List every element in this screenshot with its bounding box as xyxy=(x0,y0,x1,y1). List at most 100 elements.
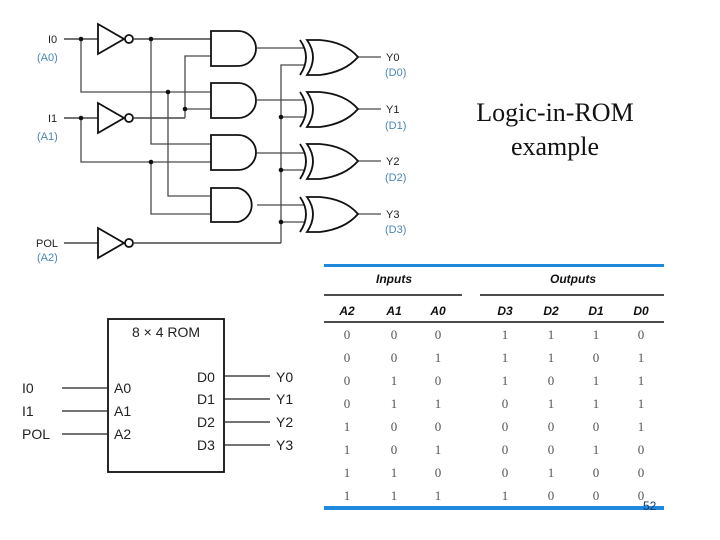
wires xyxy=(64,38,381,244)
table-cell: 0 xyxy=(548,373,555,388)
rom-signal-i0: I0 xyxy=(22,380,34,396)
table-cell: 1 xyxy=(502,327,509,342)
rom-pin-d2: D2 xyxy=(197,414,215,430)
table-cell: 0 xyxy=(344,373,351,388)
column-header-d0: D0 xyxy=(633,304,649,318)
and-gate-1 xyxy=(210,30,257,67)
slide-title: Logic-in-ROM example xyxy=(450,96,660,164)
outputs-group-header: Outputs xyxy=(550,272,596,286)
table-cell: 1 xyxy=(548,350,555,365)
junction-dots xyxy=(78,36,284,225)
table-cell: 0 xyxy=(435,373,442,388)
table-cell: 0 xyxy=(344,327,351,342)
input-alias-a2: (A2) xyxy=(37,252,58,264)
rom-pin-a2: A2 xyxy=(114,426,131,442)
rom-title: 8 × 4 ROM xyxy=(132,324,200,340)
input-label-i1: I1 xyxy=(48,113,57,125)
table-cell: 1 xyxy=(593,327,600,342)
column-header-d3: D3 xyxy=(497,304,513,318)
table-cell: 0 xyxy=(638,442,645,457)
table-cell: 0 xyxy=(593,465,600,480)
column-header-a2: A2 xyxy=(338,304,355,318)
table-cell: 1 xyxy=(435,488,442,503)
output-label-y2: Y2 xyxy=(386,156,399,168)
output-alias-d0: (D0) xyxy=(385,67,406,79)
rom-block: 8 × 4 ROM I0 I1 POL A0 A1 A2 D0 D1 D2 D3… xyxy=(22,318,293,473)
table-cell: 0 xyxy=(638,488,645,503)
slide-title-line-2: example xyxy=(510,132,600,161)
column-header-a0: A0 xyxy=(429,304,446,318)
table-cell: 0 xyxy=(391,350,398,365)
table-cell: 1 xyxy=(391,465,398,480)
page-number: 52 xyxy=(643,499,657,513)
rom-pin-d3: D3 xyxy=(197,437,215,453)
table-cell: 1 xyxy=(435,442,442,457)
input-label-i0: I0 xyxy=(48,34,57,46)
table-cell: 0 xyxy=(435,327,442,342)
table-cell: 1 xyxy=(344,419,351,434)
table-cell: 1 xyxy=(502,488,509,503)
table-cell: 0 xyxy=(391,419,398,434)
rom-signal-y2: Y2 xyxy=(276,414,293,430)
table-cell: 0 xyxy=(548,488,555,503)
output-label-y0: Y0 xyxy=(386,52,399,64)
table-cell: 0 xyxy=(435,465,442,480)
xor-gate-2 xyxy=(299,91,360,128)
table-cell: 1 xyxy=(391,396,398,411)
rom-signal-y3: Y3 xyxy=(276,437,293,453)
inverter-i1 xyxy=(97,101,134,135)
output-alias-d3: (D3) xyxy=(385,224,406,236)
table-cell: 0 xyxy=(502,465,509,480)
table-cell: 0 xyxy=(593,488,600,503)
column-header-d1: D1 xyxy=(588,304,604,318)
table-cell: 1 xyxy=(344,488,351,503)
column-header-d2: D2 xyxy=(543,304,559,318)
table-cell: 1 xyxy=(638,419,645,434)
table-cell: 1 xyxy=(638,396,645,411)
rom-signal-y0: Y0 xyxy=(276,369,293,385)
table-cell: 1 xyxy=(593,396,600,411)
xor-gate-3 xyxy=(299,143,360,180)
table-cell: 1 xyxy=(548,465,555,480)
table-cell: 1 xyxy=(391,373,398,388)
input-label-pol: POL xyxy=(36,238,58,250)
and-gate-3 xyxy=(210,134,257,171)
table-cell: 1 xyxy=(435,396,442,411)
slide-title-line-1: Logic-in-ROM xyxy=(476,98,634,127)
table-cell: 0 xyxy=(502,396,509,411)
rom-pin-a0: A0 xyxy=(114,380,131,396)
output-alias-d1: (D1) xyxy=(385,120,406,132)
rom-pin-d0: D0 xyxy=(197,369,215,385)
table-cell: 0 xyxy=(638,465,645,480)
xor-gate-4 xyxy=(299,196,360,233)
inverter-i0 xyxy=(97,22,134,56)
table-cell: 0 xyxy=(502,419,509,434)
table-cell: 1 xyxy=(548,396,555,411)
table-cell: 0 xyxy=(435,419,442,434)
table-cell: 0 xyxy=(391,442,398,457)
table-cell: 1 xyxy=(502,350,509,365)
table-cell: 1 xyxy=(593,373,600,388)
table-cell: 1 xyxy=(502,373,509,388)
table-top-bar xyxy=(324,264,664,267)
column-header-a1: A1 xyxy=(385,304,402,318)
and-gate-4 xyxy=(210,187,253,223)
table-cell: 1 xyxy=(548,327,555,342)
table-cell: 0 xyxy=(391,327,398,342)
rom-signal-i1: I1 xyxy=(22,403,34,419)
rom-signal-pol: POL xyxy=(22,426,50,442)
output-label-y3: Y3 xyxy=(386,209,399,221)
table-cell: 1 xyxy=(638,350,645,365)
table-row: 0 0 0 1 1 1 0 xyxy=(344,327,645,342)
table-cell: 1 xyxy=(435,350,442,365)
table-cell: 0 xyxy=(548,442,555,457)
table-cell: 0 xyxy=(638,327,645,342)
